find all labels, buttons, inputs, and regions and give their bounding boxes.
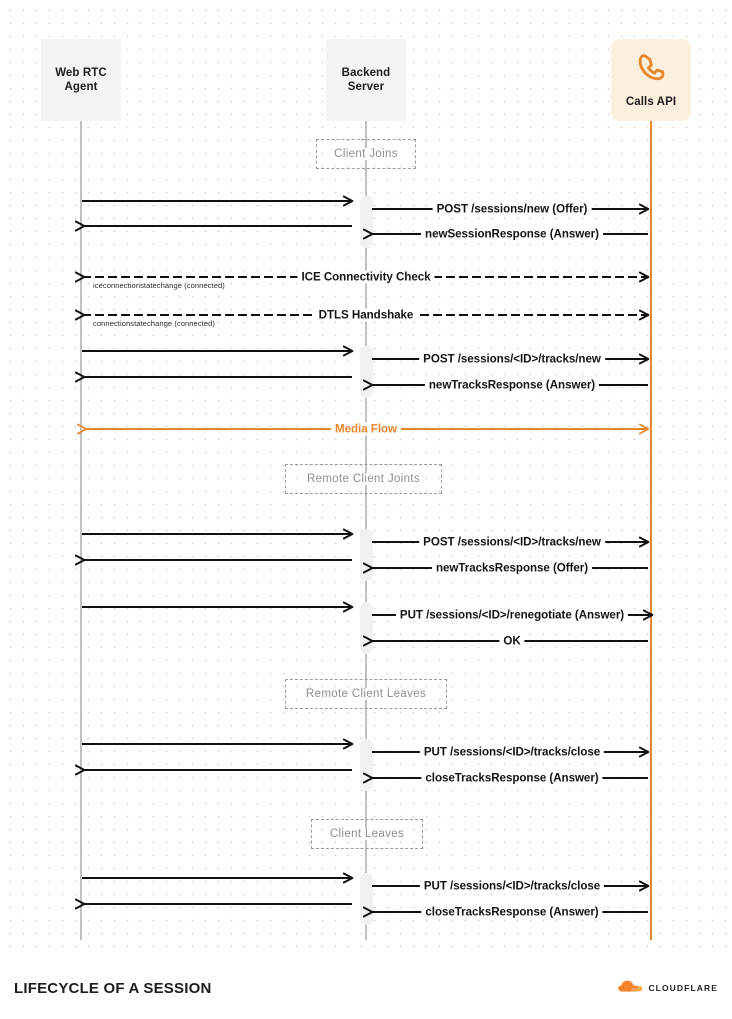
note-client-leaves-label: Client Leaves — [324, 828, 410, 840]
footer: LIFECYCLE OF A SESSION CLOUDFLARE — [0, 957, 732, 1019]
lifeline-webrtc-agent — [80, 120, 82, 940]
phone-icon — [634, 51, 668, 90]
page-edge-top — [0, 0, 732, 4]
message-label-m8: POST /sessions/<ID>/tracks/new — [419, 535, 605, 549]
actor-backend-server-label-line1: Backend — [341, 67, 391, 79]
sub-label-ice-connection-state: iceconnectionstatechange (connected) — [93, 281, 225, 290]
actor-calls-api-label: Calls API — [625, 96, 677, 108]
note-remote-client-joints-label: Remote Client Joints — [301, 473, 426, 485]
message-label-m2: newSessionResponse (Answer) — [421, 227, 603, 241]
message-label-media-flow: Media Flow — [331, 422, 401, 436]
cloudflare-wordmark: CLOUDFLARE — [648, 983, 718, 993]
actor-webrtc-agent-label-line1: Web RTC — [55, 67, 107, 79]
message-label-m12: PUT /sessions/<ID>/tracks/close — [419, 745, 605, 759]
message-label-m14: PUT /sessions/<ID>/tracks/close — [419, 879, 605, 893]
message-label-m9: newTracksResponse (Offer) — [431, 561, 593, 575]
activation-bar — [359, 196, 373, 248]
cloudflare-cloud-icon — [617, 979, 643, 998]
actor-webrtc-agent[interactable]: Web RTC Agent — [41, 39, 121, 121]
activation-bar — [359, 529, 373, 581]
actor-backend-server-label-line2: Server — [347, 81, 385, 93]
message-label-m5: POST /sessions/<ID>/tracks/new — [419, 352, 605, 366]
message-label-m6: newTracksResponse (Answer) — [424, 378, 600, 392]
sub-label-connection-state: connectionstatechange (connected) — [93, 319, 215, 328]
message-label-m15: closeTracksResponse (Answer) — [421, 905, 603, 919]
note-remote-client-joints: Remote Client Joints — [285, 464, 442, 494]
page-edge-left — [0, 0, 5, 1019]
actor-calls-api[interactable]: Calls API — [611, 39, 691, 121]
page-edge-bottom — [0, 1015, 732, 1019]
note-remote-client-leaves-label: Remote Client Leaves — [300, 688, 432, 700]
lifeline-calls-api — [650, 120, 652, 940]
note-client-joins: Client Joins — [316, 139, 416, 169]
message-label-m3: ICE Connectivity Check — [297, 270, 435, 284]
message-label-m11: OK — [499, 634, 525, 648]
page-title: LIFECYCLE OF A SESSION — [14, 979, 212, 997]
note-client-joins-label: Client Joins — [329, 148, 403, 160]
note-client-leaves: Client Leaves — [311, 819, 423, 849]
actor-backend-server[interactable]: Backend Server — [326, 39, 406, 121]
note-remote-client-leaves: Remote Client Leaves — [285, 679, 447, 709]
message-label-m13: closeTracksResponse (Answer) — [421, 771, 603, 785]
message-label-m4: DTLS Handshake — [314, 308, 418, 322]
activation-bar — [359, 346, 373, 398]
activation-bar — [359, 873, 373, 925]
message-label-m1: POST /sessions/new (Offer) — [432, 202, 592, 216]
cloudflare-brand: CLOUDFLARE — [617, 979, 718, 998]
page-edge-right — [727, 0, 732, 1019]
message-label-m10: PUT /sessions/<ID>/renegotiate (Answer) — [395, 608, 629, 622]
activation-bar — [359, 602, 373, 654]
activation-bar — [359, 739, 373, 791]
actor-webrtc-agent-label-line2: Agent — [64, 81, 98, 93]
